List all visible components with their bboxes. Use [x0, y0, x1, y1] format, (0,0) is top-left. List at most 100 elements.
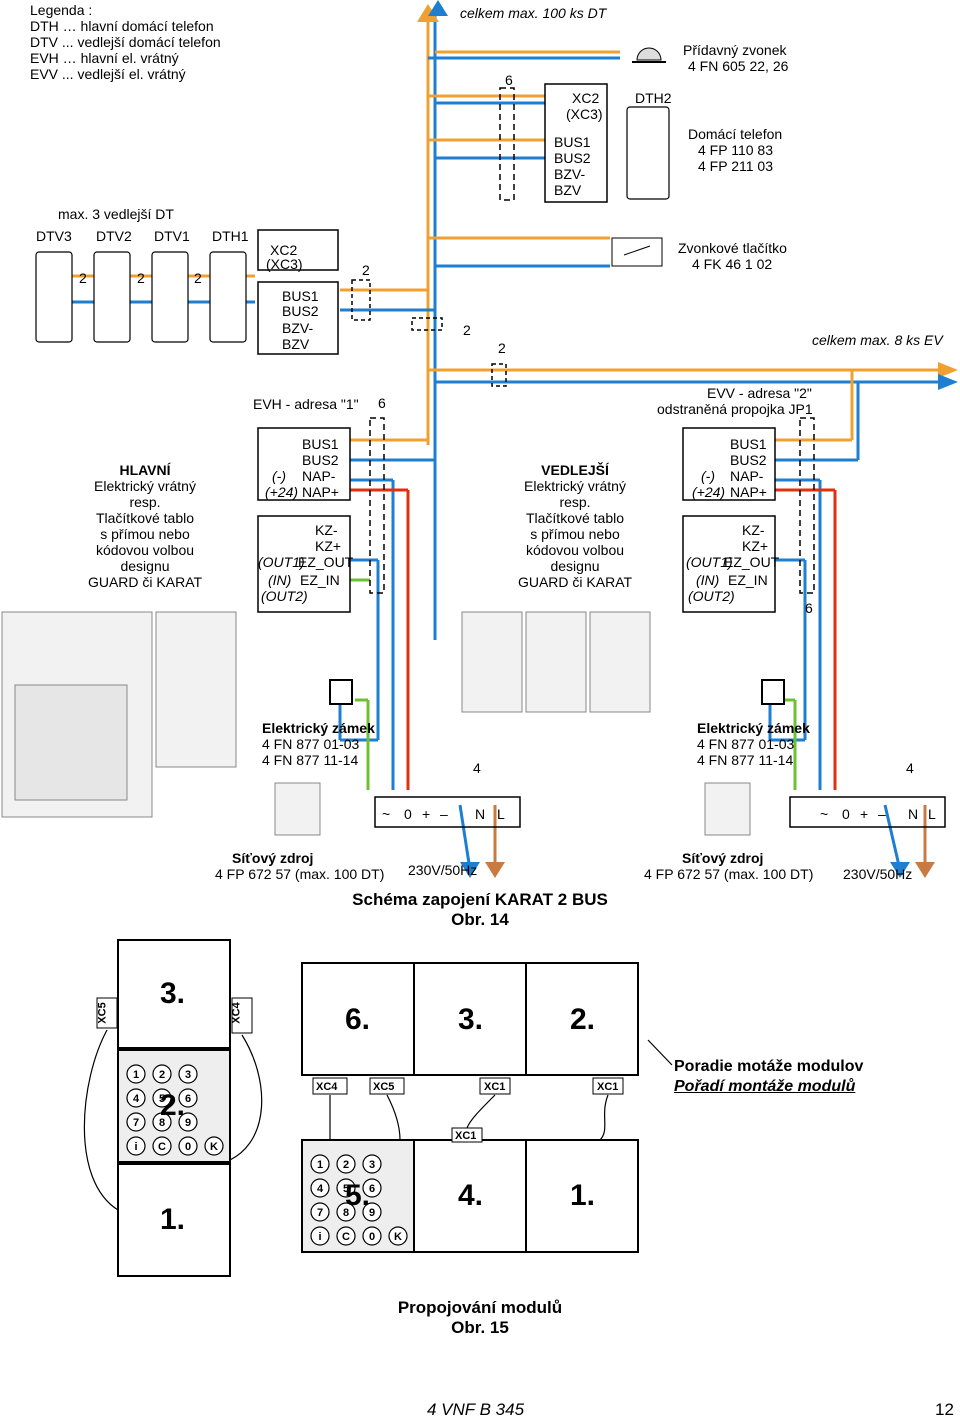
term-label: XC2: [270, 242, 298, 258]
keypad-key: [178, 1088, 198, 1108]
keypad-key-label: C: [158, 1141, 166, 1153]
module-number: 6.: [345, 1003, 371, 1036]
footer-page: 12: [935, 1400, 954, 1419]
keypad-key-label: 6: [369, 1183, 375, 1195]
module-right-2: [525, 962, 639, 1076]
keypad-key: [336, 1154, 356, 1174]
phone-dtv1: [151, 251, 189, 343]
arrow-right-orange: [938, 362, 958, 378]
module-number: 1.: [160, 1203, 186, 1236]
keypad-key-label: 2: [159, 1069, 165, 1081]
connector-xc1-a: [479, 1077, 511, 1095]
phone-dtv3: [35, 251, 73, 343]
psu-term: N: [908, 806, 919, 822]
keypad-key: [362, 1202, 382, 1222]
keypad-key-label: 2: [343, 1159, 349, 1171]
module-right-3: [413, 962, 527, 1076]
module-number: 2.: [160, 1089, 186, 1122]
keypad-key: [178, 1112, 198, 1132]
evh-term: (+24): [265, 484, 299, 500]
keypad-key-label: i: [318, 1231, 321, 1243]
keypad-key: [336, 1202, 356, 1222]
psu-term: L: [928, 806, 936, 822]
wire-count: 4: [906, 760, 914, 776]
legend: Legenda : DTH … hlavní domácí telefon DT…: [30, 2, 221, 82]
keypad-key: [178, 1136, 198, 1156]
evh-term: BUS1: [302, 436, 339, 452]
keypad-key: [178, 1064, 198, 1084]
keypad-key-label: 4: [317, 1183, 324, 1195]
keypad-key-label: i: [134, 1141, 137, 1153]
evv-term: (OUT2): [688, 588, 735, 604]
evh-term: (IN): [268, 572, 292, 588]
evh-term: EZ_IN: [300, 572, 340, 588]
connector-label: XC5: [373, 1081, 395, 1093]
evv-desc-title: VEDLEJŠÍ: [541, 462, 609, 478]
module-right-6: [301, 962, 415, 1076]
dth2-label: DTH2: [635, 90, 672, 106]
module-number: 3.: [458, 1003, 484, 1036]
evh-desc-line: Tlačítkové tablo: [95, 510, 195, 526]
evv-term: (-): [701, 468, 715, 484]
term-label: BUS2: [554, 150, 591, 166]
button-code: 4 FK 46 1 02: [692, 256, 773, 272]
evh-arrow-l: [485, 862, 505, 878]
evv-term: EZ_OUT: [724, 554, 780, 570]
term-label: BZV: [554, 182, 582, 198]
mains-label: 230V/50Hz: [408, 862, 478, 878]
phone-name: DTV3: [36, 228, 72, 244]
arrow-up-blue: [428, 0, 448, 16]
wire-count: 2: [79, 270, 87, 286]
cable-left-1: [83, 1029, 119, 1211]
connector-label: XC5: [96, 1002, 109, 1024]
phone-dth1: [209, 251, 247, 343]
evv-title: EVV - adresa "2": [707, 385, 812, 401]
fig14-num: Obr. 14: [451, 910, 509, 929]
evh-term: NAP-: [302, 468, 336, 484]
keypad-key-label: 8: [343, 1207, 349, 1219]
bell-code: 4 FN 605 22, 26: [688, 58, 789, 74]
evv-desc-line: s přímou nebo: [530, 526, 620, 542]
evh-term: (OUT1): [258, 554, 305, 570]
term-label: BUS1: [554, 134, 591, 150]
connector-label: XC1: [597, 1081, 619, 1093]
psu-term: –: [440, 806, 448, 822]
wire-count: 2: [498, 340, 506, 356]
lock-code: 4 FN 877 01-03: [262, 736, 360, 752]
bell-label: Přídavný zvonek: [683, 42, 787, 58]
keypad-key: [126, 1136, 146, 1156]
evv-dashed-cable: [799, 417, 815, 594]
evv-term: EZ_IN: [728, 572, 768, 588]
keypad-key-label: 9: [369, 1207, 375, 1219]
keypad-key: [336, 1178, 356, 1198]
keypad-key: [362, 1154, 382, 1174]
module-right-4: [413, 1139, 527, 1253]
keypad-key: [310, 1154, 330, 1174]
evv-psu-terminals: [789, 796, 946, 828]
top-dashed-cable: [499, 87, 515, 201]
evv-psu-icon: [704, 782, 751, 836]
connector-xc5-left: [96, 997, 118, 1029]
main-panel-buttons: [155, 611, 237, 768]
connector-xc4-right: [312, 1077, 348, 1095]
evh-title: EVH - adresa "1": [253, 396, 359, 412]
evv-term: NAP+: [730, 484, 767, 500]
term-label: (XC3): [566, 106, 603, 122]
arrow-right-blue: [938, 374, 958, 390]
total-ev-label: celkem max. 8 ks EV: [812, 332, 943, 348]
cable-right-2: [386, 1094, 401, 1141]
evv-term: KZ+: [742, 538, 769, 554]
order-note-cz: Pořadí montáže modulů: [674, 1078, 856, 1095]
module-left-3: [117, 939, 231, 1049]
evv-arrow-l: [915, 862, 935, 878]
connector-label: XC1: [455, 1130, 477, 1142]
psu-term: ~: [382, 806, 391, 822]
lock-code: 4 FN 877 01-03: [697, 736, 795, 752]
psu-term: +: [422, 806, 431, 822]
phone-dtv2: [93, 251, 131, 343]
phone-dth2: [626, 106, 670, 200]
keypad-key-label: 0: [369, 1231, 375, 1243]
keypad-key: [336, 1226, 356, 1246]
keypad-key-label: 1: [317, 1159, 323, 1171]
